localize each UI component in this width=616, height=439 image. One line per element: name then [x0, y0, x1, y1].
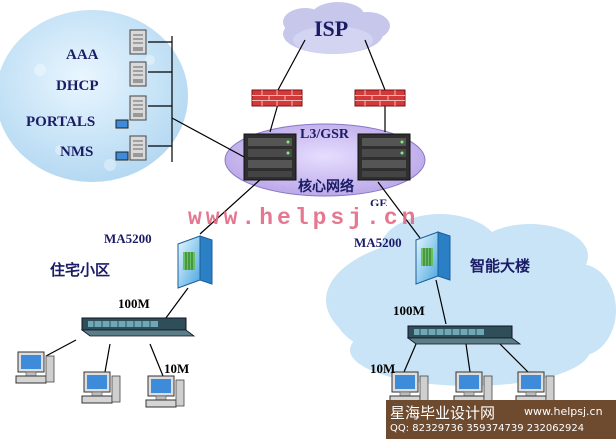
footer-banner: 星海毕业设计网 www.helpsj.cn QQ: 82329736 35937… — [386, 400, 616, 439]
nms-label: NMS — [60, 144, 94, 160]
ma5200-right — [415, 231, 451, 285]
link-10m-right: 10M — [370, 361, 396, 376]
pc-left-1 — [15, 351, 55, 384]
footer-qq: QQ: 82329736 359374739 232062924 — [390, 423, 585, 434]
firewall-right — [354, 89, 406, 107]
core-router-right — [357, 133, 411, 181]
portals-server — [115, 95, 147, 129]
pc-right-3 — [515, 371, 555, 404]
aaa-server — [129, 29, 147, 55]
ma5200-left-label: MA5200 — [104, 231, 152, 246]
watermark-text: www.helpsj.cn — [188, 205, 420, 231]
link-100m-left: 100M — [118, 296, 150, 311]
nms-server — [115, 135, 147, 161]
switch-right — [407, 325, 521, 345]
core-router-left — [243, 133, 297, 181]
link-lines — [45, 36, 529, 377]
isp-cloud — [283, 2, 390, 54]
footer-brand: 星海毕业设计网 — [390, 404, 496, 422]
aaa-label: AAA — [66, 47, 99, 63]
l3gsr-label: L3/GSR — [300, 127, 350, 142]
switch-left — [81, 317, 195, 337]
partial-link-label: GE — [370, 196, 388, 206]
dhcp-server — [129, 61, 147, 87]
pc-left-3 — [145, 375, 185, 408]
footer-url: www.helpsj.cn — [524, 405, 603, 418]
dhcp-label: DHCP — [56, 78, 99, 94]
portals-label: PORTALS — [26, 114, 96, 130]
firewall-left — [251, 89, 303, 107]
residential-label: 住宅小区 — [50, 261, 111, 279]
pc-left-2 — [81, 371, 121, 404]
ma5200-right-label: MA5200 — [354, 235, 402, 250]
ma5200-left — [177, 235, 213, 289]
building-label: 智能大楼 — [470, 257, 531, 275]
pc-right-1 — [389, 371, 429, 404]
service-cloud — [0, 10, 188, 182]
link-100m-right: 100M — [393, 303, 425, 318]
pc-right-2 — [453, 371, 493, 404]
core-network-label: 核心网络 — [298, 179, 354, 195]
isp-label: ISP — [314, 16, 349, 41]
link-10m-left: 10M — [164, 361, 190, 376]
building-cloud — [326, 214, 616, 386]
